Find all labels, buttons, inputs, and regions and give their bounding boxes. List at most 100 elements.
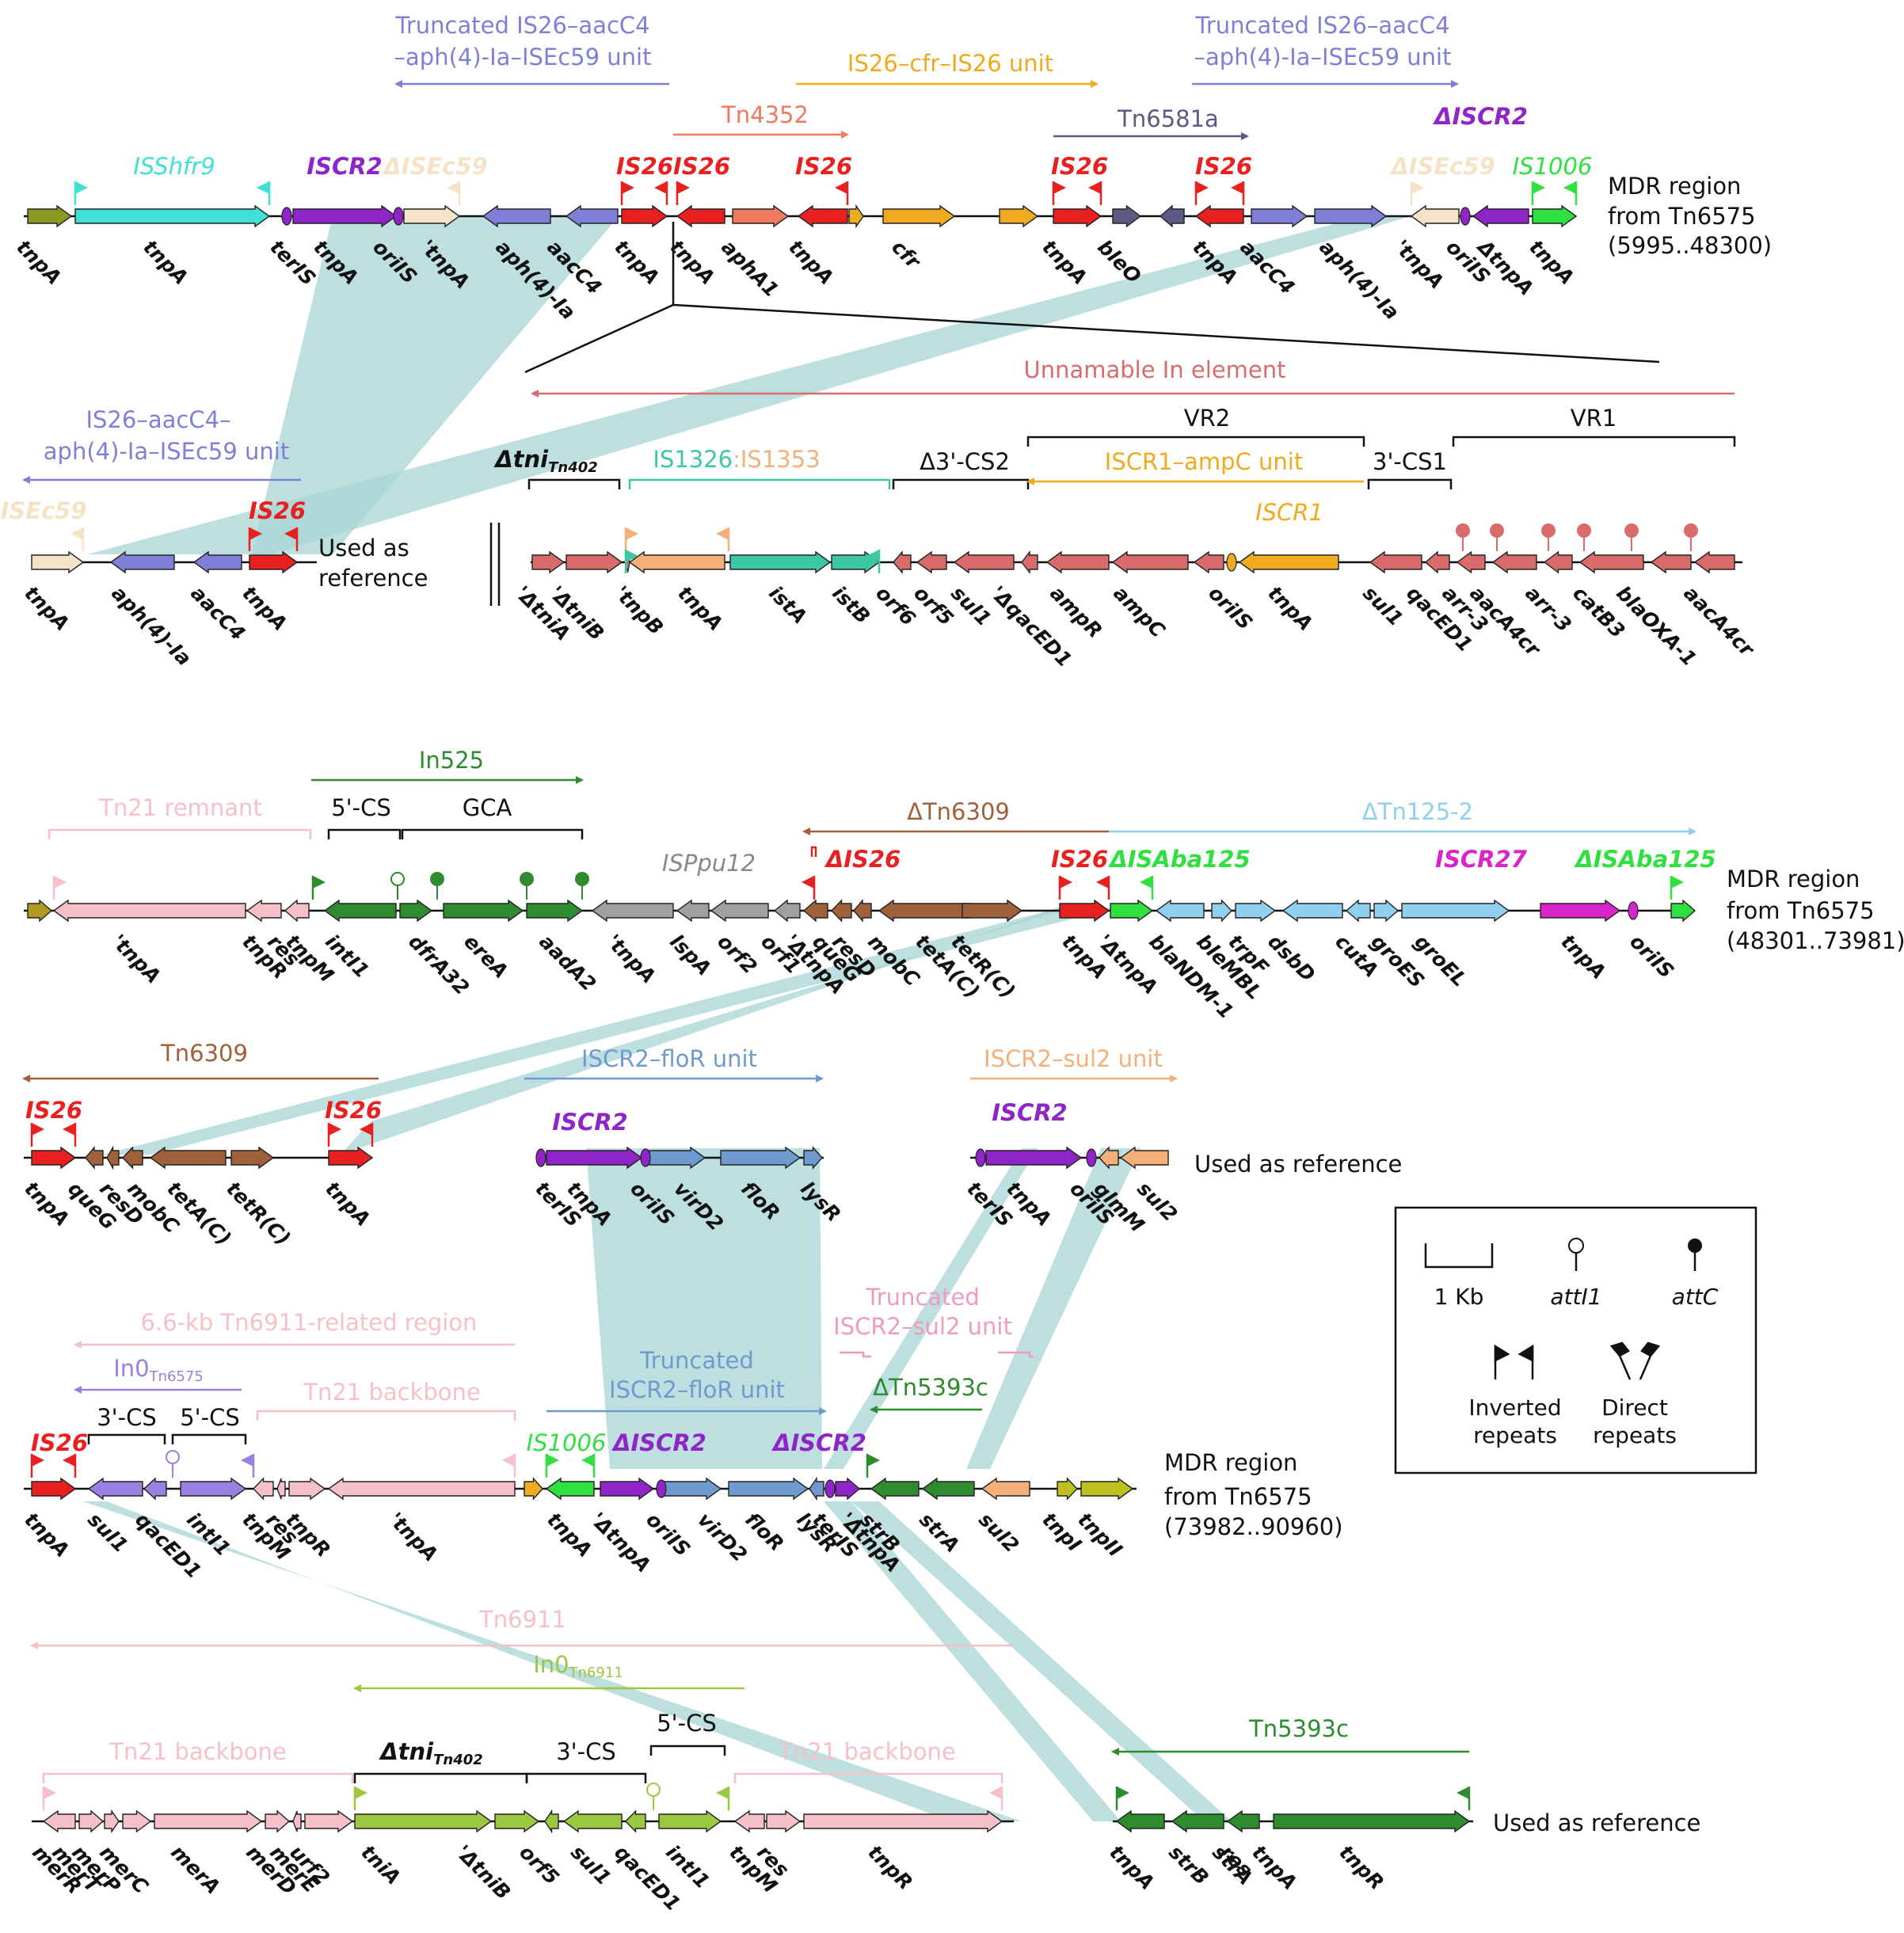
row3-gene-9 — [676, 899, 710, 923]
row1-gene-7 — [676, 204, 725, 228]
row2b-label-12: oriIS — [1204, 581, 1257, 634]
row3-is26: IS26 — [1051, 846, 1108, 873]
row6-5cs-bracket — [649, 1745, 726, 1756]
direct-repeats-icon — [1609, 1341, 1661, 1380]
row5-gene-2 — [143, 1477, 167, 1501]
row5-gene-3 — [180, 1477, 247, 1501]
row2b-gene-13 — [1238, 550, 1339, 574]
row6-label-22: tnpA — [1247, 1840, 1301, 1894]
row6-tn21bb-l: Tn21 backbone — [109, 1738, 287, 1765]
row2b-gene-6 — [893, 550, 912, 574]
row5-gene-11 — [661, 1477, 722, 1501]
row2b-label-5: istB — [828, 581, 874, 628]
row5-5cs: 5'-CS — [180, 1404, 240, 1431]
row5-gene-19 — [1080, 1477, 1134, 1501]
row1-trunc-right-2: –aph(4)-Ia–ISEc59 unit — [1194, 44, 1452, 70]
mdr1-l1: MDR region — [1608, 173, 1741, 200]
row1-label-10: aphA1 — [717, 235, 783, 302]
row5-discr2b: ΔISCR2 — [771, 1429, 866, 1456]
row5-gene-6 — [288, 1477, 326, 1501]
mdr2-l1: MDR region — [1727, 866, 1860, 892]
row5-gene-5 — [276, 1478, 286, 1500]
row1-gene-9 — [797, 204, 848, 228]
mdr3-l1: MDR region — [1164, 1449, 1297, 1476]
row5-label-11: virD2 — [693, 1508, 752, 1566]
row3-gene-15 — [878, 899, 971, 923]
row3-label-7: aadA2 — [535, 930, 600, 995]
row5-trunc-sul2-2: ISCR2–sul2 unit — [833, 1313, 1012, 1340]
row5-label-18: sul2 — [974, 1508, 1023, 1557]
row5-sul2-trunc-right — [998, 1351, 1034, 1358]
row4-floR-unit: ISCR2–floR unit — [581, 1045, 757, 1072]
row2b-label-11: ampC — [1109, 581, 1170, 642]
row2-gene-0 — [31, 550, 85, 574]
row6-dtni: ΔtniTn402 — [379, 1738, 483, 1768]
row3-label-10: orf2 — [713, 930, 761, 978]
row4a-gene-5 — [230, 1146, 275, 1170]
row3-label-8: 'tnpA — [602, 930, 660, 987]
row5-trunc-sul2-1: Truncated — [865, 1284, 979, 1311]
row4b-gene-3 — [803, 1146, 823, 1170]
row3-gene-25 — [1401, 899, 1510, 923]
row5-tn6911rel: 6.6-kb Tn6911-related region — [141, 1309, 478, 1336]
row5-teris-oval — [824, 1479, 836, 1498]
ref2: Used as reference — [1194, 1151, 1402, 1178]
row4a-gene-1 — [85, 1146, 104, 1170]
row3-ispu12: ISPpu12 — [662, 850, 756, 877]
row5-tn21bb: Tn21 backbone — [303, 1379, 481, 1406]
row6-gene-12 — [625, 1809, 646, 1833]
row2-label-0: tnpA — [20, 581, 74, 635]
row5-label-8: tnpA — [543, 1508, 596, 1562]
row3-gene-4 — [323, 899, 397, 923]
row6-label-4: merA — [166, 1840, 224, 1898]
row2b-vr1-bracket — [1452, 436, 1736, 447]
row6-gene-10 — [544, 1809, 559, 1834]
row4-iscr2b: ISCR2 — [992, 1099, 1067, 1126]
row3-gene-16 — [962, 899, 1023, 923]
row3-dis26: ΔIS26 — [824, 846, 901, 873]
row5-gene-18 — [1057, 1477, 1078, 1501]
row5-gene-10 — [600, 1477, 655, 1501]
row3-attc-1 — [520, 872, 534, 886]
row1-label-2: terIS — [265, 235, 320, 290]
row5-atti1 — [166, 1450, 180, 1464]
row2b-label-7: orf5 — [909, 581, 958, 630]
row1-cfr-unit: IS26–cfr–IS26 unit — [847, 50, 1053, 77]
row5-gene-17 — [981, 1477, 1030, 1501]
row1-is26d: IS26 — [1051, 153, 1108, 180]
legend-dr-1: Direct — [1601, 1395, 1668, 1421]
row2b-gene-14 — [1369, 550, 1422, 574]
row1-trunc-left-2: –aph(4)-Ia–ISEc59 unit — [394, 44, 652, 70]
row2-is26: IS26 — [249, 497, 306, 524]
row1-tn4352: Tn4352 — [721, 101, 809, 128]
row4b-gene-1 — [649, 1146, 706, 1170]
row2b-label-3: tnpA — [673, 581, 727, 635]
row3-gene-14 — [853, 899, 872, 923]
row6-in0: In0Tn6911 — [533, 1651, 623, 1681]
row2b-gene-9 — [1021, 550, 1038, 575]
row2-isec59: ISEc59 — [0, 497, 86, 524]
row3-iscr27: ISCR27 — [1435, 846, 1527, 873]
row3-label-28: oriIS — [1625, 930, 1678, 983]
atti1-icon — [1568, 1238, 1584, 1254]
row3-5cs: 5'-CS — [331, 794, 391, 821]
row2-unit-2: aph(4)-Ia–ISEc59 unit — [44, 438, 289, 465]
row3-gene-26 — [1540, 899, 1621, 923]
row6-label-18: strB — [1164, 1840, 1213, 1889]
row3-label-9: lspA — [665, 930, 715, 980]
row6-tn6911: Tn6911 — [478, 1606, 566, 1633]
row1-teris-oval — [281, 207, 292, 226]
row2b-attc-4 — [1624, 523, 1639, 538]
row2b-dtni-bracket — [527, 478, 621, 489]
row5-gene-1 — [87, 1477, 143, 1501]
row2b-d3cs2-bracket — [892, 478, 1030, 489]
row3-gene-10 — [710, 899, 769, 923]
row6-label-8: tniA — [356, 1840, 405, 1889]
row3-dis26-tick — [810, 846, 817, 857]
row3-gene-1 — [52, 899, 246, 923]
legend-ir-2: repeats — [1473, 1422, 1557, 1448]
row2b-gene-7 — [916, 550, 947, 574]
row2b-label-4: istA — [764, 581, 811, 628]
row3-gene-13 — [831, 899, 852, 923]
